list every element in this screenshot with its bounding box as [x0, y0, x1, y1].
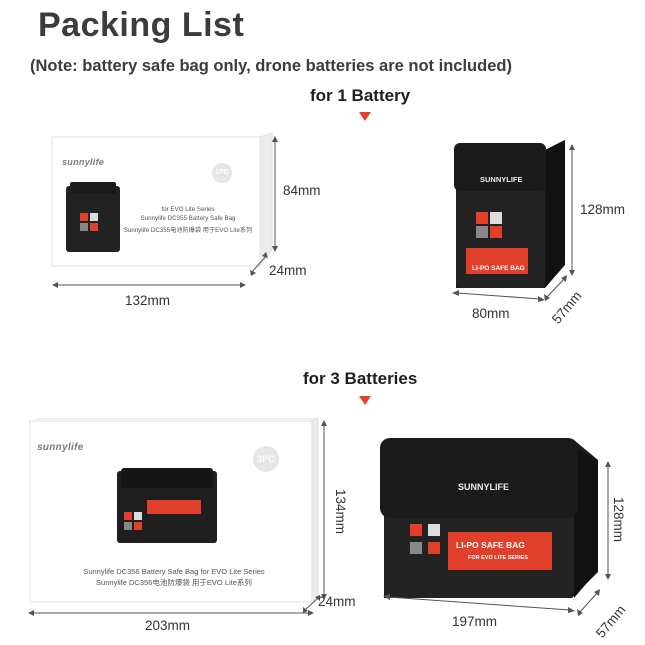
- bag1-width: 80mm: [472, 306, 510, 321]
- box1-depth: 24mm: [269, 263, 307, 278]
- box2-logo: sunnylife: [37, 442, 84, 453]
- battery-bag-2: [380, 438, 611, 616]
- box1-line1: for EVO Lite Series: [161, 206, 215, 213]
- bag2-height: 128mm: [611, 496, 627, 543]
- box2-width: 203mm: [145, 618, 191, 633]
- box1-line2: Sunnylife DC355 Battery Safe Bag: [140, 214, 236, 222]
- bag2-logo: SUNNYLIFE: [458, 482, 510, 492]
- box2-badge: 3PC: [253, 446, 279, 472]
- box1-logo: sunnylife: [62, 157, 105, 167]
- box1-text: for EVO Lite Series Sunnylife DC355 Batt…: [118, 206, 258, 236]
- down-arrow-icon: [359, 112, 371, 121]
- bag2-sublabel: FOR EVO LITE SERIES: [468, 555, 528, 561]
- box2-text: Sunnylife DC356 Battery Safe Bag for EVO…: [45, 567, 303, 589]
- page-title: Packing List: [38, 6, 245, 44]
- box1-line3: Sunnylife DC355电池防爆袋 用于EVO Lite系列: [123, 226, 253, 234]
- box1-bag-photo: [66, 182, 120, 252]
- bag1-label: LI-PO SAFE BAG: [472, 265, 525, 272]
- box1-height: 84mm: [283, 183, 321, 198]
- bag2-label: LI-PO SAFE BAG: [456, 540, 525, 550]
- box2-height: 134mm: [333, 488, 349, 535]
- product-box-1: [51, 132, 278, 288]
- box1-badge: 1PC: [212, 163, 232, 183]
- box2-bag-photo: [117, 468, 217, 543]
- section-1-heading: for 1 Battery: [310, 86, 411, 105]
- box2-depth: 24mm: [318, 594, 356, 609]
- box1-width: 132mm: [125, 293, 171, 308]
- bag1-logo: SUNNYLIFE: [480, 175, 523, 184]
- section-2-heading: for 3 Batteries: [303, 369, 418, 388]
- bag1-height: 128mm: [580, 202, 626, 217]
- box2-line2: Sunnylife DC356电池防爆袋 用于EVO Lite系列: [96, 577, 252, 587]
- page-note: (Note: battery safe bag only, drone batt…: [30, 57, 512, 75]
- box2-line1: Sunnylife DC356 Battery Safe Bag for EVO…: [83, 567, 265, 576]
- down-arrow-icon: [359, 396, 371, 405]
- bag2-width: 197mm: [452, 614, 498, 629]
- battery-bag-1: [452, 140, 575, 302]
